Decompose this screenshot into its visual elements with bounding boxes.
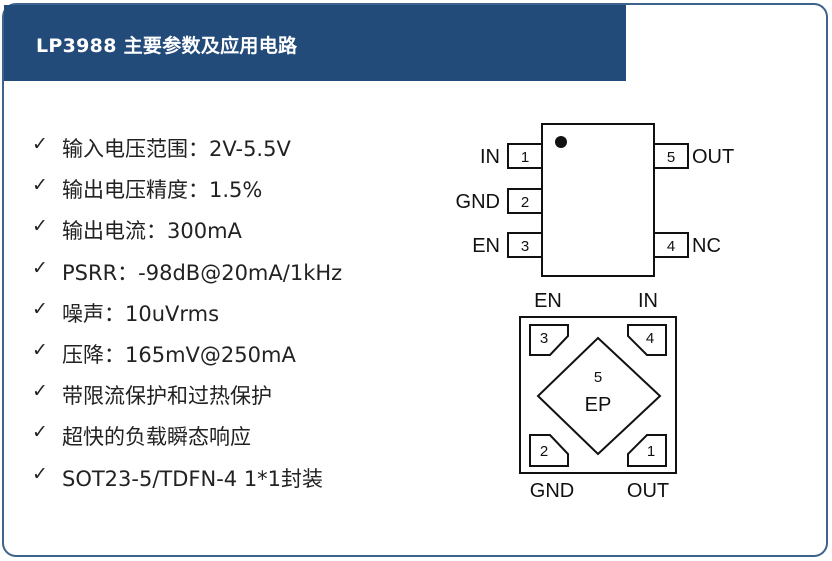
pin-label: NC <box>692 235 721 257</box>
pad-number: 3 <box>540 330 548 347</box>
pin-label: GND <box>530 480 574 502</box>
exposed-pad <box>536 336 662 456</box>
spec-item: ✓ PSRR：-98dB@20mA/1kHz <box>32 257 342 298</box>
spec-item: ✓ 超快的负载瞬态响应 <box>32 421 342 462</box>
pin-box <box>507 188 543 214</box>
pin1-dot <box>555 136 567 148</box>
check-icon: ✓ <box>32 380 48 403</box>
sot23-package: 1 2 3 5 4 IN GND EN OUT NC <box>456 123 734 277</box>
pad <box>627 324 667 356</box>
spec-text: 噪声：10uVrms <box>62 301 220 326</box>
check-icon: ✓ <box>32 174 48 197</box>
spec-text: 输入电压范围：2V-5.5V <box>62 137 291 161</box>
pin-label: EN <box>534 290 562 312</box>
pin-number: 5 <box>667 149 675 166</box>
spec-item: ✓ 输出电压精度：1.5% <box>32 174 342 215</box>
pad <box>529 324 569 356</box>
spec-text: 压降：165mV@250mA <box>62 342 296 367</box>
spec-text: 超快的负载瞬态响应 <box>62 425 251 450</box>
check-icon: ✓ <box>32 421 48 444</box>
pad-number: 2 <box>540 443 548 460</box>
pin-label: IN <box>480 146 500 168</box>
pin-box <box>653 232 689 258</box>
check-icon: ✓ <box>32 338 48 361</box>
pinout-diagram: 1 2 3 5 4 IN GND EN OUT NC EN IN 3 4 2 1… <box>456 123 734 502</box>
tdfn-package: EN IN 3 4 2 1 5 EP GND OUT <box>519 290 677 502</box>
spec-item: ✓ 输入电压范围：2V-5.5V <box>32 133 342 174</box>
spec-item: ✓ 输出电流：300mA <box>32 215 342 256</box>
pin-label: IN <box>638 290 658 312</box>
pin-label: EN <box>472 235 500 257</box>
check-icon: ✓ <box>32 462 48 485</box>
content-card: LP3988 主要参数及应用电路 ✓ 输入电压范围：2V-5.5V ✓ 输出电压精度… <box>2 3 828 557</box>
spec-list: ✓ 输入电压范围：2V-5.5V ✓ 输出电压精度：1.5% ✓ 输出电流：300mA… <box>32 133 342 504</box>
pin-box <box>507 232 543 258</box>
pin-label: OUT <box>627 480 669 502</box>
spec-text: PSRR：-98dB@20mA/1kHz <box>62 260 343 285</box>
pin-number: 1 <box>521 149 529 166</box>
pad <box>529 434 569 467</box>
spec-item: ✓ 噪声：10uVrms <box>32 298 342 339</box>
pin-label: OUT <box>692 146 734 168</box>
pad <box>627 434 667 467</box>
spec-text: 输出电流：300mA <box>62 219 242 244</box>
check-icon: ✓ <box>32 256 48 279</box>
check-icon: ✓ <box>32 215 48 238</box>
pad-number: 4 <box>646 330 654 347</box>
pin-box <box>507 143 543 169</box>
spec-item: ✓ SOT23-5/TDFN-4 1*1封装 <box>32 463 342 504</box>
pad-number: 1 <box>647 443 655 460</box>
spec-text: 输出电压精度：1.5% <box>62 178 263 203</box>
pin-box <box>653 143 689 169</box>
ep-label: EP <box>585 394 612 416</box>
check-icon: ✓ <box>32 133 48 155</box>
spec-text: 带限流保护和过热保护 <box>62 384 272 409</box>
title-bar: LP3988 主要参数及应用电路 <box>4 5 626 81</box>
spec-item: ✓ 带限流保护和过热保护 <box>32 380 342 421</box>
page-title: LP3988 主要参数及应用电路 <box>36 35 298 57</box>
pin-number: 3 <box>521 238 529 255</box>
spec-item: ✓ 压降：165mV@250mA <box>32 339 342 380</box>
pin-number: 4 <box>667 238 675 255</box>
check-icon: ✓ <box>32 297 48 320</box>
spec-text: SOT23-5/TDFN-4 1*1封装 <box>62 466 324 491</box>
ep-number: 5 <box>594 369 602 386</box>
pin-number: 2 <box>521 194 529 211</box>
pin-label: GND <box>456 191 500 213</box>
sot23-body <box>541 123 655 277</box>
